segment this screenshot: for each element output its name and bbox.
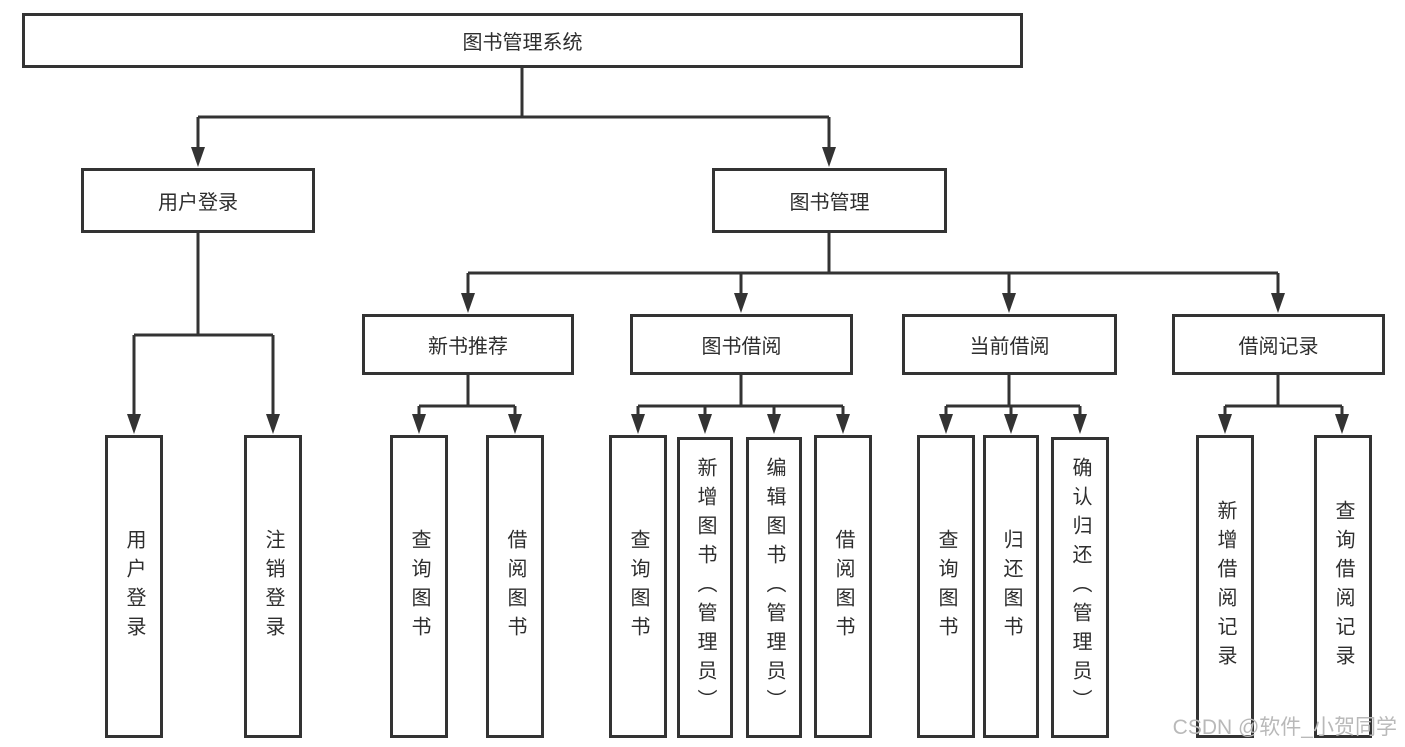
- leaf-borrow-query-books-label: 查询图书: [627, 528, 649, 645]
- node-book-borrow-label: 图书借阅: [701, 336, 782, 358]
- leaf-logout-login-label: 注销登录: [262, 528, 284, 645]
- leaf-records-query-record: 查询借阅记录: [1314, 435, 1372, 738]
- connector-borrow-to-leaves: [636, 374, 845, 416]
- arrow-down-icon: [1271, 293, 1285, 313]
- leaf-borrow-borrow-books-label: 借阅图书: [832, 528, 854, 645]
- arrow-down-icon: [508, 414, 522, 434]
- arrow-down-icon: [461, 293, 475, 313]
- node-book-management-label: 图书管理: [789, 192, 870, 214]
- node-borrow-records-label: 借阅记录: [1238, 336, 1319, 358]
- leaf-newbook-borrow-books-label: 借阅图书: [504, 528, 526, 645]
- arrow-down-icon: [939, 414, 953, 434]
- node-borrow-records: 借阅记录: [1172, 314, 1385, 375]
- node-user-login: 用户登录: [81, 168, 315, 233]
- node-new-book-recommend: 新书推荐: [362, 314, 574, 375]
- leaf-logout-login: 注销登录: [244, 435, 302, 738]
- arrow-down-icon: [698, 414, 712, 434]
- arrow-down-icon: [266, 414, 280, 434]
- leaf-current-confirm-return-admin-label: 确认归还（管理员）: [1069, 457, 1091, 718]
- leaf-records-query-record-label: 查询借阅记录: [1332, 499, 1354, 674]
- leaf-records-add-record: 新增借阅记录: [1196, 435, 1254, 738]
- node-new-book-recommend-label: 新书推荐: [428, 336, 508, 358]
- connector-newbook-to-leaves: [417, 374, 517, 416]
- connector-userlogin-to-leaves: [132, 232, 275, 416]
- leaf-records-add-record-label: 新增借阅记录: [1214, 499, 1236, 674]
- leaf-current-confirm-return-admin: 确认归还（管理员）: [1051, 437, 1109, 738]
- leaf-user-login: 用户登录: [105, 435, 163, 738]
- connector-root-to-level2: [196, 67, 831, 150]
- arrow-down-icon: [127, 414, 141, 434]
- leaf-newbook-query-books-label: 查询图书: [408, 528, 430, 645]
- leaf-user-login-label: 用户登录: [123, 528, 145, 645]
- leaf-current-return-books-label: 归还图书: [1000, 528, 1022, 645]
- arrowhead-group: [127, 147, 1349, 434]
- arrow-down-icon: [1218, 414, 1232, 434]
- node-current-borrow: 当前借阅: [902, 314, 1117, 375]
- leaf-borrow-query-books: 查询图书: [609, 435, 667, 738]
- node-user-login-label: 用户登录: [158, 192, 238, 214]
- leaf-borrow-add-books-admin-label: 新增图书（管理员）: [694, 457, 716, 718]
- connector-records-to-leaves: [1223, 374, 1344, 416]
- arrow-down-icon: [767, 414, 781, 434]
- arrow-down-icon: [1004, 414, 1018, 434]
- arrow-down-icon: [1335, 414, 1349, 434]
- arrow-down-icon: [734, 293, 748, 313]
- leaf-newbook-query-books: 查询图书: [390, 435, 448, 738]
- leaf-borrow-borrow-books: 借阅图书: [814, 435, 872, 738]
- arrow-down-icon: [631, 414, 645, 434]
- arrow-down-icon: [412, 414, 426, 434]
- leaf-current-query-books: 查询图书: [917, 435, 975, 738]
- arrow-down-icon: [1073, 414, 1087, 434]
- node-root: 图书管理系统: [22, 13, 1023, 68]
- leaf-current-return-books: 归还图书: [983, 435, 1039, 738]
- connector-current-to-leaves: [944, 374, 1082, 416]
- leaf-borrow-edit-books-admin-label: 编辑图书（管理员）: [763, 457, 785, 718]
- arrow-down-icon: [191, 147, 205, 167]
- arrow-down-icon: [836, 414, 850, 434]
- node-root-label: 图书管理系统: [462, 32, 583, 54]
- leaf-borrow-add-books-admin: 新增图书（管理员）: [677, 437, 733, 738]
- arrow-down-icon: [1002, 293, 1016, 313]
- connector-bookmgmt-to-level3: [466, 232, 1280, 296]
- leaf-newbook-borrow-books: 借阅图书: [486, 435, 544, 738]
- leaf-current-query-books-label: 查询图书: [935, 528, 957, 645]
- node-book-management: 图书管理: [712, 168, 947, 233]
- node-current-borrow-label: 当前借阅: [969, 336, 1050, 358]
- node-book-borrow: 图书借阅: [630, 314, 853, 375]
- arrow-down-icon: [822, 147, 836, 167]
- leaf-borrow-edit-books-admin: 编辑图书（管理员）: [746, 437, 802, 738]
